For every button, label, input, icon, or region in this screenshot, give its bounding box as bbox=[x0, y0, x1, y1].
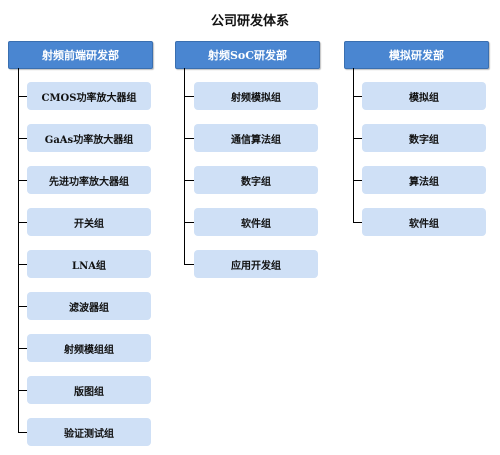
connector-branch bbox=[18, 96, 27, 97]
group-box: 软件组 bbox=[194, 208, 318, 236]
group-box: 开关组 bbox=[27, 208, 151, 236]
connector-branch bbox=[184, 222, 194, 223]
connector-branch bbox=[184, 138, 194, 139]
group-box: 软件组 bbox=[362, 208, 486, 236]
group-box: 射频模拟组 bbox=[194, 82, 318, 110]
connector-branch bbox=[18, 222, 27, 223]
connector-line bbox=[18, 68, 19, 432]
group-box: 滤波器组 bbox=[27, 292, 151, 320]
group-box: 算法组 bbox=[362, 166, 486, 194]
connector-branch bbox=[353, 138, 362, 139]
group-box: 射频模组组 bbox=[27, 334, 151, 362]
group-box: 验证测试组 bbox=[27, 418, 151, 446]
group-box: 先进功率放大器组 bbox=[27, 166, 151, 194]
connector-branch bbox=[353, 96, 362, 97]
connector-branch bbox=[18, 432, 27, 433]
connector-line bbox=[353, 68, 354, 222]
group-box: 通信算法组 bbox=[194, 124, 318, 152]
page-title: 公司研发体系 bbox=[210, 14, 289, 29]
connector-branch bbox=[18, 390, 27, 391]
connector-branch bbox=[353, 222, 362, 223]
department-header: 射频SoC研发部 bbox=[175, 41, 320, 69]
group-box: GaAs功率放大器组 bbox=[27, 124, 151, 152]
connector-branch bbox=[18, 138, 27, 139]
connector-branch bbox=[184, 264, 194, 265]
group-box: 数字组 bbox=[194, 166, 318, 194]
group-box: 模拟组 bbox=[362, 82, 486, 110]
group-box: CMOS功率放大器组 bbox=[27, 82, 151, 110]
department-header: 模拟研发部 bbox=[344, 41, 489, 69]
group-box: 数字组 bbox=[362, 124, 486, 152]
connector-branch bbox=[18, 306, 27, 307]
connector-branch bbox=[353, 180, 362, 181]
connector-branch bbox=[18, 180, 27, 181]
department-header: 射频前端研发部 bbox=[8, 41, 153, 69]
group-box: LNA组 bbox=[27, 250, 151, 278]
connector-line bbox=[184, 68, 185, 264]
connector-branch bbox=[184, 96, 194, 97]
connector-branch bbox=[184, 180, 194, 181]
connector-branch bbox=[18, 264, 27, 265]
group-box: 应用开发组 bbox=[194, 250, 318, 278]
connector-branch bbox=[18, 348, 27, 349]
group-box: 版图组 bbox=[27, 376, 151, 404]
